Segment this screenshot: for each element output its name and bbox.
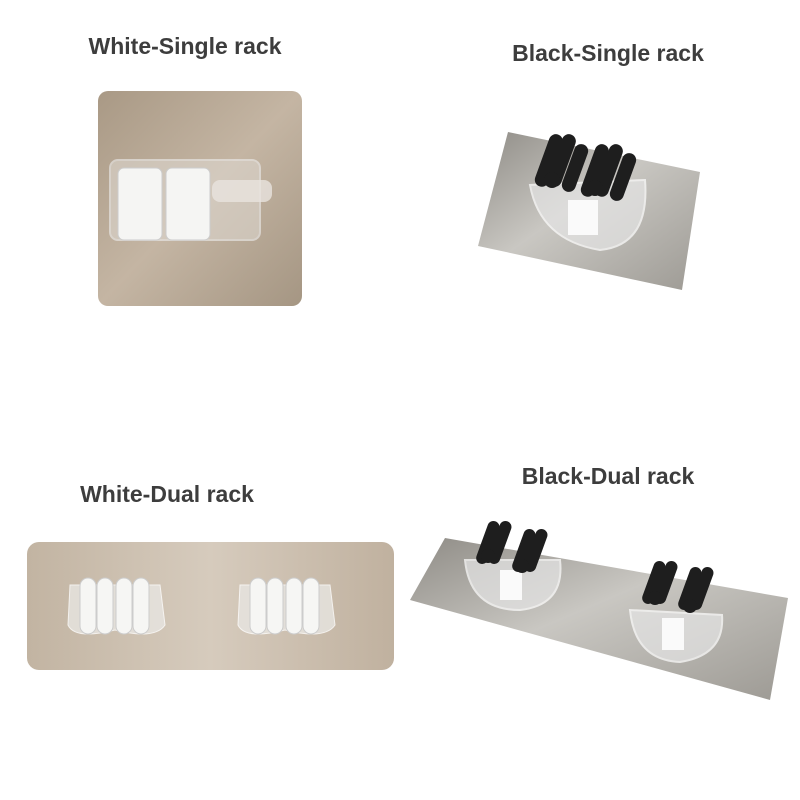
black-single-rack-image [478,132,700,290]
white-single-rack-label: White-Single rack [88,33,282,59]
black-single-rack-label: Black-Single rack [512,40,704,66]
white-dual-rack-label: White-Dual rack [80,481,254,507]
black-dual-rack-label: Black-Dual rack [521,463,695,489]
white-dual-rack-image [27,542,394,670]
black-dual-rack-image [410,520,788,700]
white-single-rack-image [98,91,302,306]
